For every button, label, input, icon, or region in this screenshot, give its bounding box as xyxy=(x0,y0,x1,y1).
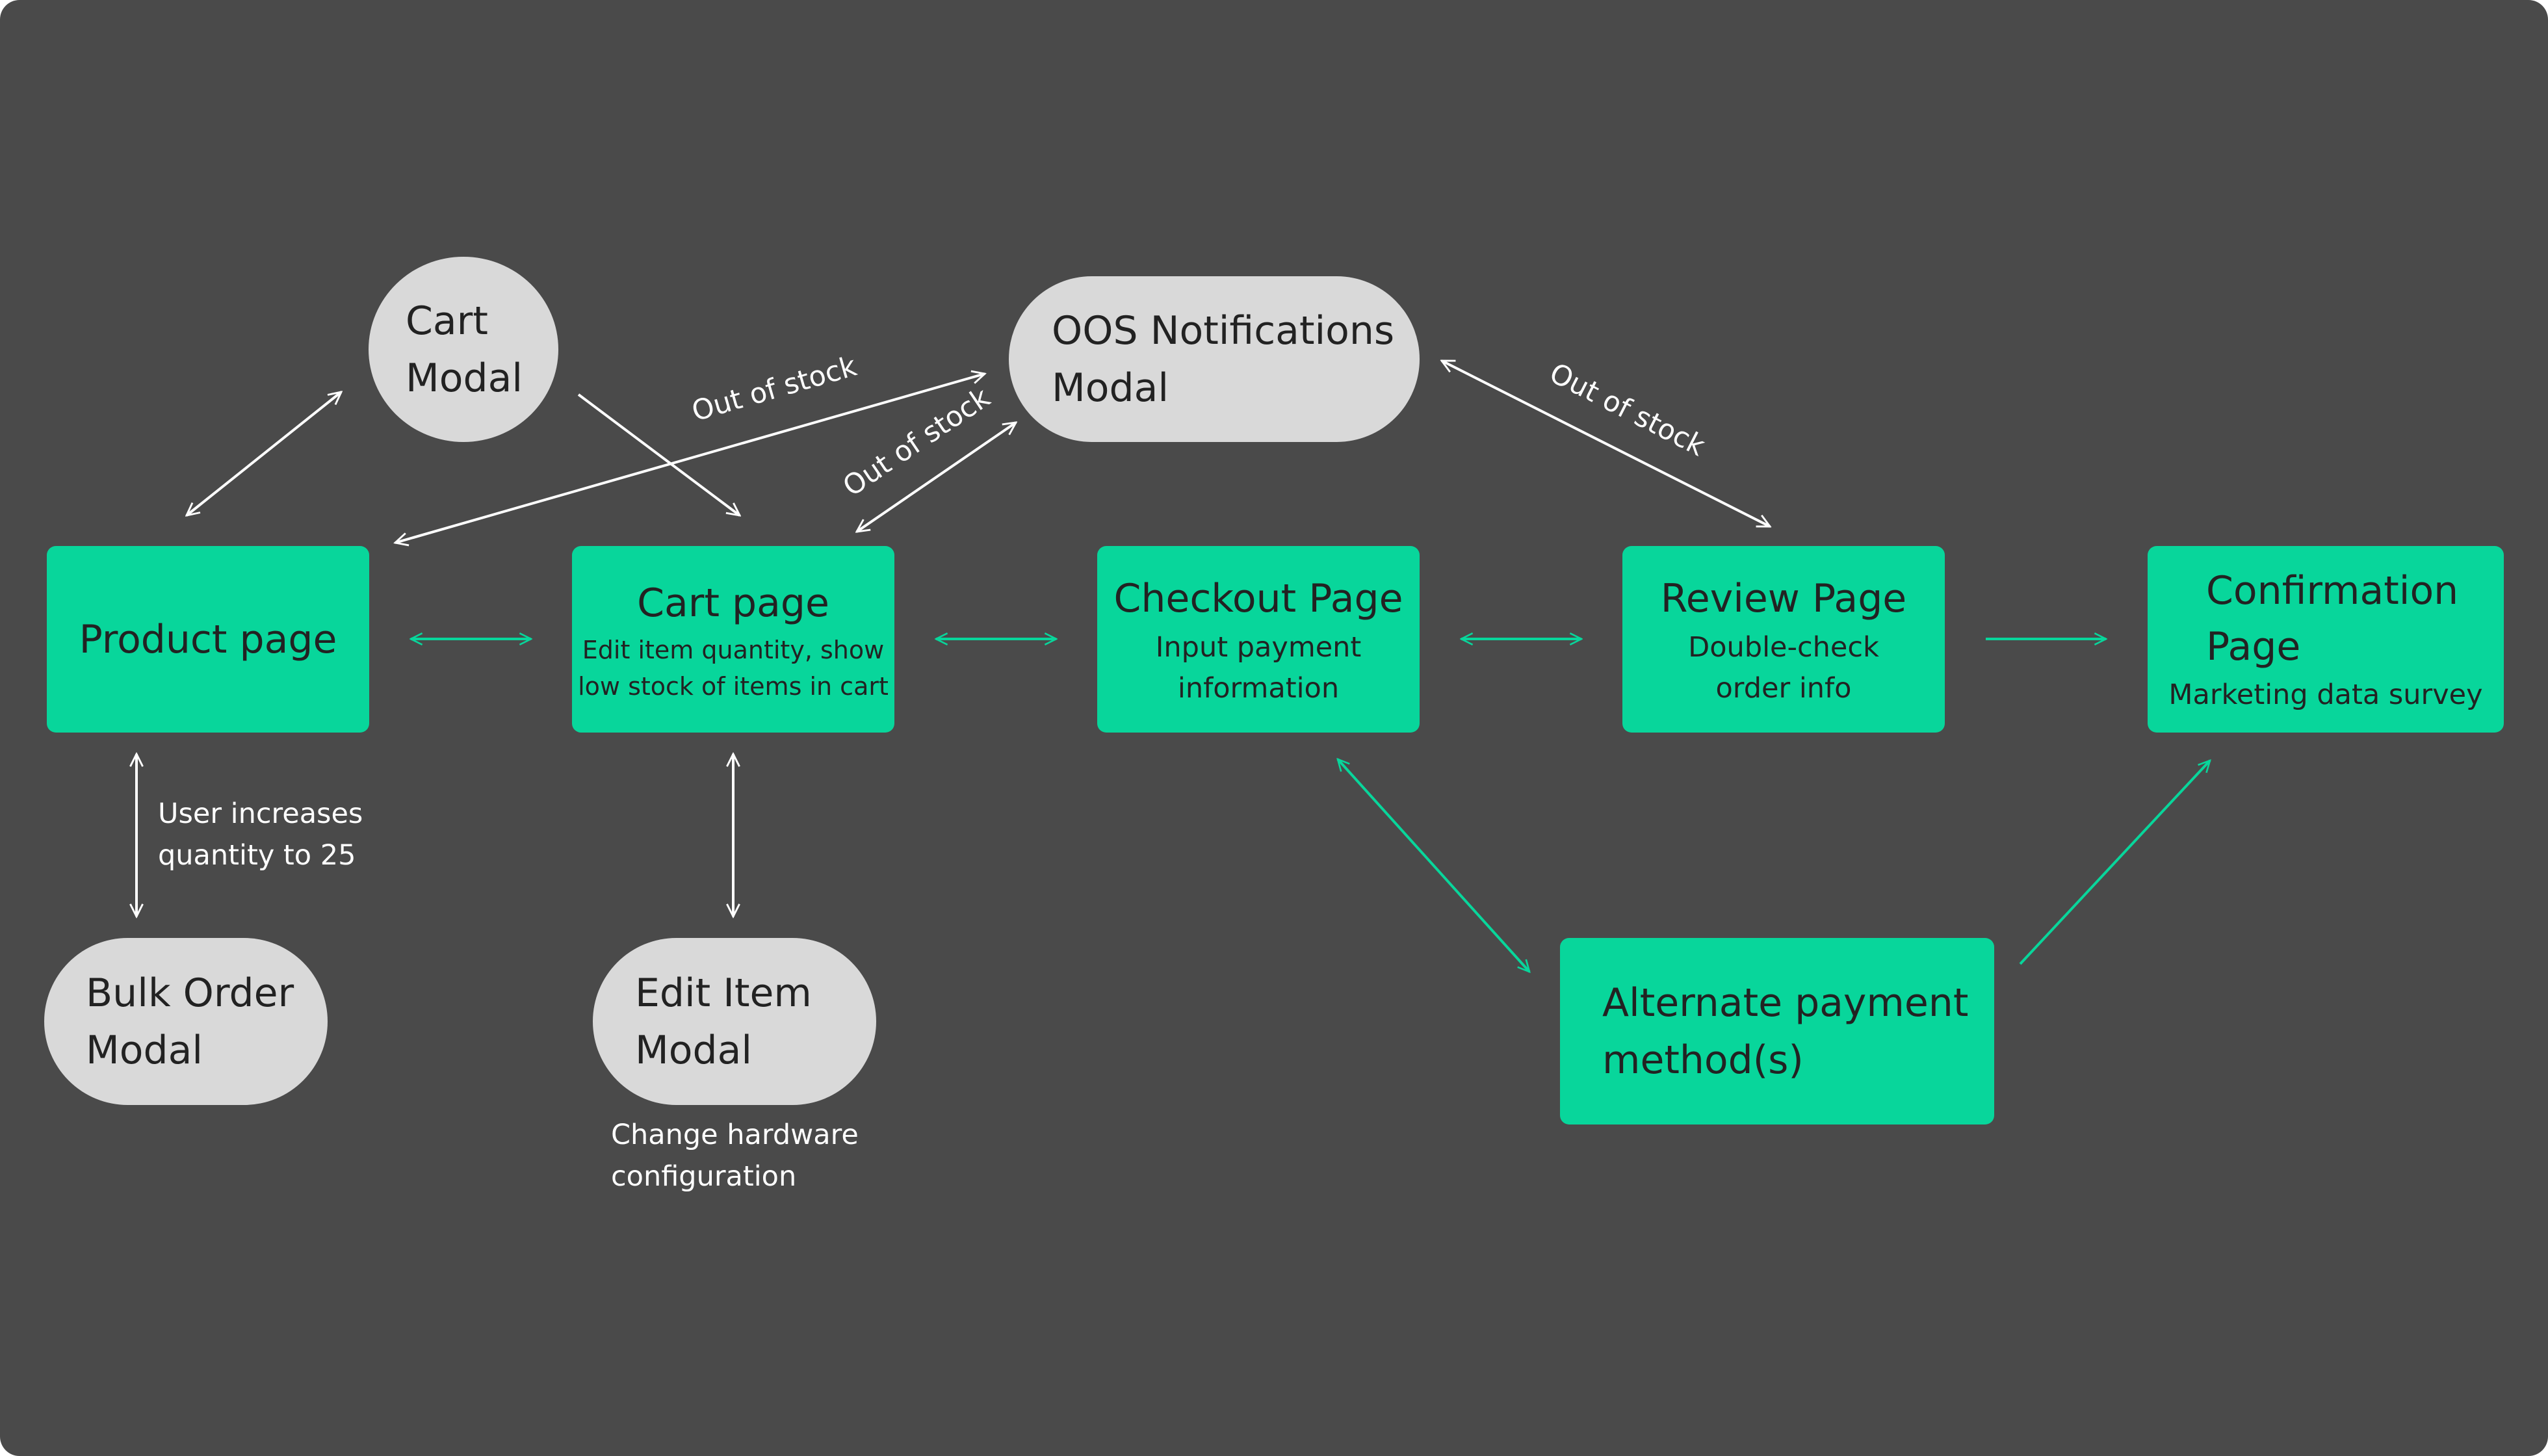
arrow-checkout-alternate xyxy=(1338,759,1529,972)
node-confirmation-page: Confirmation Page Marketing data survey xyxy=(2148,546,2504,733)
node-cart-page-title: Cart page xyxy=(637,580,829,626)
node-checkout-page-subtitle: Input payment information xyxy=(1155,630,1362,705)
node-cart-page: Cart page Edit item quantity, show low s… xyxy=(572,546,894,733)
arrow-product-oos xyxy=(395,374,985,543)
node-bulk-order-modal-title: Bulk Order Modal xyxy=(86,970,294,1073)
arrow-cart-oos xyxy=(857,422,1016,532)
node-product-page-title: Product page xyxy=(79,616,337,662)
node-edit-item-modal: Edit Item Modal xyxy=(593,938,876,1105)
node-cart-page-subtitle: Edit item quantity, show low stock of it… xyxy=(578,635,889,701)
arrow-oos-review xyxy=(1442,359,1770,528)
node-review-page: Review Page Double-check order info xyxy=(1622,546,1945,733)
note-bulk-order: User increases quantity to 25 xyxy=(158,798,363,872)
node-alternate-payment-title: Alternate payment method(s) xyxy=(1602,980,1969,1083)
node-checkout-page-title: Checkout Page xyxy=(1113,575,1403,621)
node-cart-modal-title: Cart Modal xyxy=(406,298,523,401)
node-review-page-subtitle: Double-check order info xyxy=(1688,630,1879,705)
node-confirmation-page-title: Confirmation Page xyxy=(2206,568,2459,670)
node-oos-modal-title: OOS Notifications Modal xyxy=(1052,307,1395,411)
node-confirmation-page-subtitle: Marketing data survey xyxy=(2168,679,2483,711)
node-product-page: Product page xyxy=(47,546,369,733)
note-edit-item: Change hardware configuration xyxy=(611,1119,859,1193)
arrow-product-cartmodal xyxy=(187,392,341,515)
node-review-page-title: Review Page xyxy=(1660,575,1907,621)
label-cart-oos: Out of stock xyxy=(837,382,996,503)
node-alternate-payment: Alternate payment method(s) xyxy=(1560,938,1994,1124)
arrow-alternate-confirmation xyxy=(2019,760,2210,965)
label-oos-review: Out of stock xyxy=(1544,357,1710,463)
node-cart-modal: Cart Modal xyxy=(369,257,558,442)
node-checkout-page: Checkout Page Input payment information xyxy=(1097,546,1420,733)
node-edit-item-modal-title: Edit Item Modal xyxy=(635,970,812,1073)
node-bulk-order-modal: Bulk Order Modal xyxy=(44,938,328,1105)
node-oos-modal: OOS Notifications Modal xyxy=(1009,276,1420,442)
